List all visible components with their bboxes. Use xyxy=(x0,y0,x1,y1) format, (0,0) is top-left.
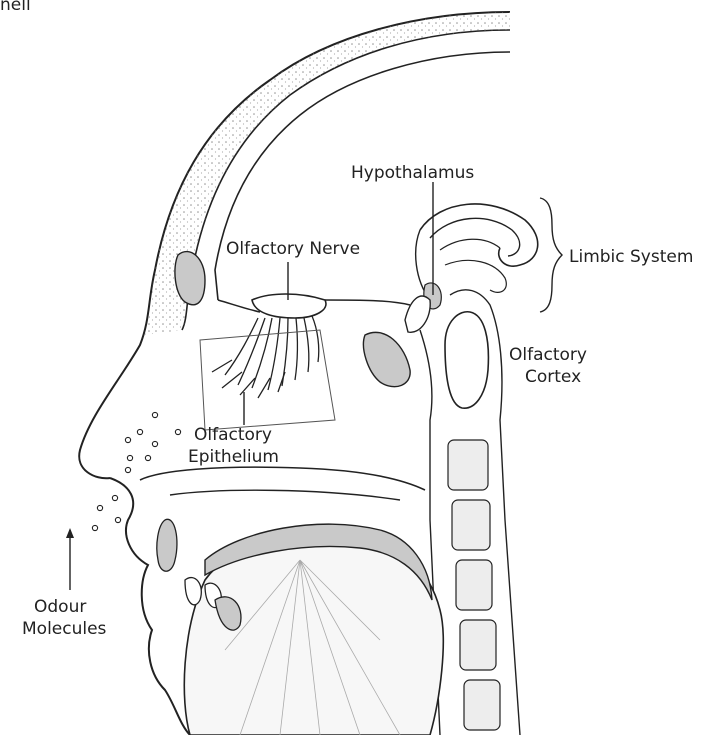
hypothalamus-stalk xyxy=(405,296,430,332)
label-hypothalamus: Hypothalamus xyxy=(351,163,474,183)
label-odour-molecules-line1: Odour xyxy=(34,597,86,617)
label-limbic-system: Limbic System xyxy=(569,247,693,267)
odour-arrowhead xyxy=(66,528,74,538)
olfactory-bulb xyxy=(252,294,326,318)
oral-cavity xyxy=(184,524,443,735)
label-olfactory-nerve: Olfactory Nerve xyxy=(226,239,360,259)
olfactory-nerve-fibers xyxy=(212,316,319,398)
label-odour-molecules-line2: Molecules xyxy=(22,619,107,639)
odour-molecules xyxy=(92,412,180,530)
vertebrae xyxy=(448,440,500,730)
label-olfactory-cortex-line2: Cortex xyxy=(525,367,581,387)
label-olfactory-cortex-line1: Olfactory xyxy=(509,345,587,365)
label-olfactory-epithelium-line1: Olfactory xyxy=(194,425,272,445)
olfactory-cortex-shape xyxy=(445,312,488,408)
nasal-chamber xyxy=(200,330,335,430)
title-fragment: nell xyxy=(0,0,31,15)
label-olfactory-epithelium-line2: Epithelium xyxy=(188,447,279,467)
sphenoid-sinus xyxy=(363,332,410,386)
